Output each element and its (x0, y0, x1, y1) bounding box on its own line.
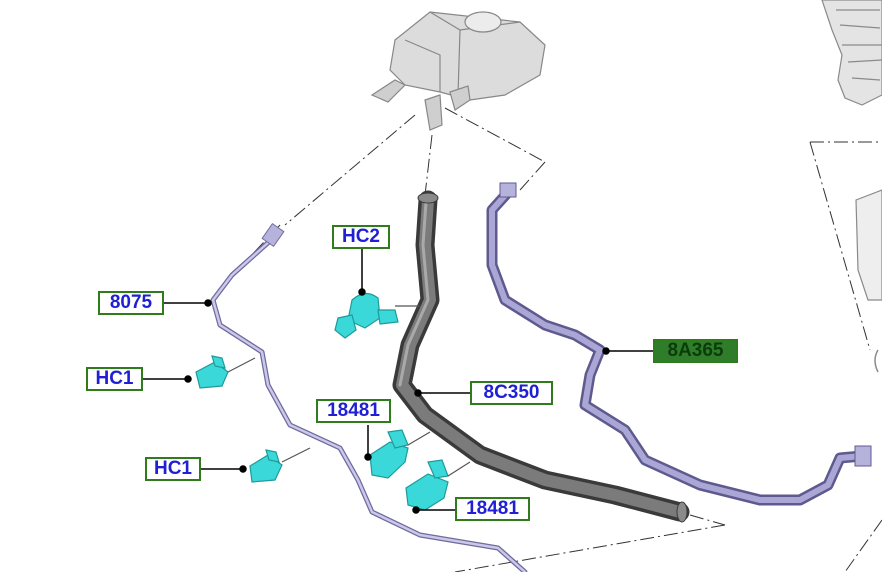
callout-hc1-upper[interactable]: HC1 (86, 367, 143, 391)
callout-leaders (142, 249, 654, 514)
engine-illustration (821, 0, 882, 373)
callout-18481-lower[interactable]: 18481 (455, 497, 530, 521)
callout-18481-upper[interactable]: 18481 (316, 399, 391, 423)
clip-18481-upper (369, 429, 431, 479)
hose-8075 (210, 223, 528, 572)
callout-8a365[interactable]: 8A365 (653, 339, 738, 363)
callout-hc1-lower[interactable]: HC1 (145, 457, 201, 481)
callout-8075[interactable]: 8075 (98, 291, 164, 315)
hose-8a365 (486, 182, 872, 506)
callout-hc2[interactable]: HC2 (332, 225, 390, 249)
callout-8c350[interactable]: 8C350 (470, 381, 553, 405)
assembly-lines (244, 107, 882, 572)
clip-hc1-upper (195, 355, 256, 389)
hose-8c350 (392, 190, 690, 523)
coolant-reservoir (370, 11, 546, 131)
clip-hc1-lower (249, 447, 311, 483)
clip-18481-lower (405, 459, 471, 511)
clip-hc2 (334, 292, 420, 339)
